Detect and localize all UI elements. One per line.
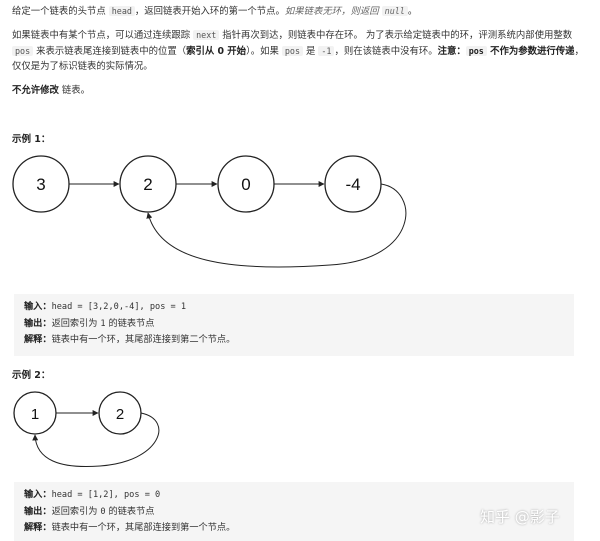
code-next: next <box>193 30 220 40</box>
node-label: 2 <box>116 406 124 423</box>
node-label: 2 <box>143 175 152 194</box>
no-modify-note: 不允许修改 链表。 <box>12 85 90 96</box>
example-2-output: 输出：返回索引为 0 的链表节点 <box>24 505 155 517</box>
example-2-title: 示例 2： <box>12 370 51 381</box>
node-label: -4 <box>345 175 360 194</box>
note-label: 注意： <box>437 45 466 57</box>
node-label: 0 <box>241 175 250 194</box>
example-2-explanation: 解释：链表中有一个环，其尾部连接到第一个节点。 <box>24 522 236 533</box>
node-label: 1 <box>31 406 39 423</box>
example-1-output: 输出：返回索引为 1 的链表节点 <box>24 317 155 329</box>
watermark: 知乎 @影子 <box>480 508 560 526</box>
example-2-input: 输入：head = [1,2], pos = 0 <box>24 489 161 500</box>
code-null: null <box>381 6 408 16</box>
code-head: head <box>108 6 135 16</box>
problem-description: 如果链表中有某个节点，可以通过连续跟踪 next 指针再次到达，则链表中存在环。… <box>12 30 584 72</box>
code-pos: pos <box>12 45 34 56</box>
problem-intro: 给定一个链表的头节点 head，返回链表开始入环的第一个节点。如果链表无环，则返… <box>12 6 418 17</box>
cycle-arrow <box>146 183 407 268</box>
node-label: 3 <box>36 175 45 194</box>
example-1-input: 输入：head = [3,2,0,-4], pos = 1 <box>24 301 187 312</box>
cycle-arrow <box>32 412 160 468</box>
example-1-title: 示例 1： <box>12 134 51 145</box>
example-1-io-box: 输入：head = [3,2,0,-4], pos = 1 输出：返回索引为 1… <box>14 294 574 356</box>
example-1-explanation: 解释：链表中有一个环，其尾部连接到第二个节点。 <box>24 334 236 345</box>
example-2-io-box: 输入：head = [1,2], pos = 0 输出：返回索引为 0 的链表节… <box>14 482 574 541</box>
